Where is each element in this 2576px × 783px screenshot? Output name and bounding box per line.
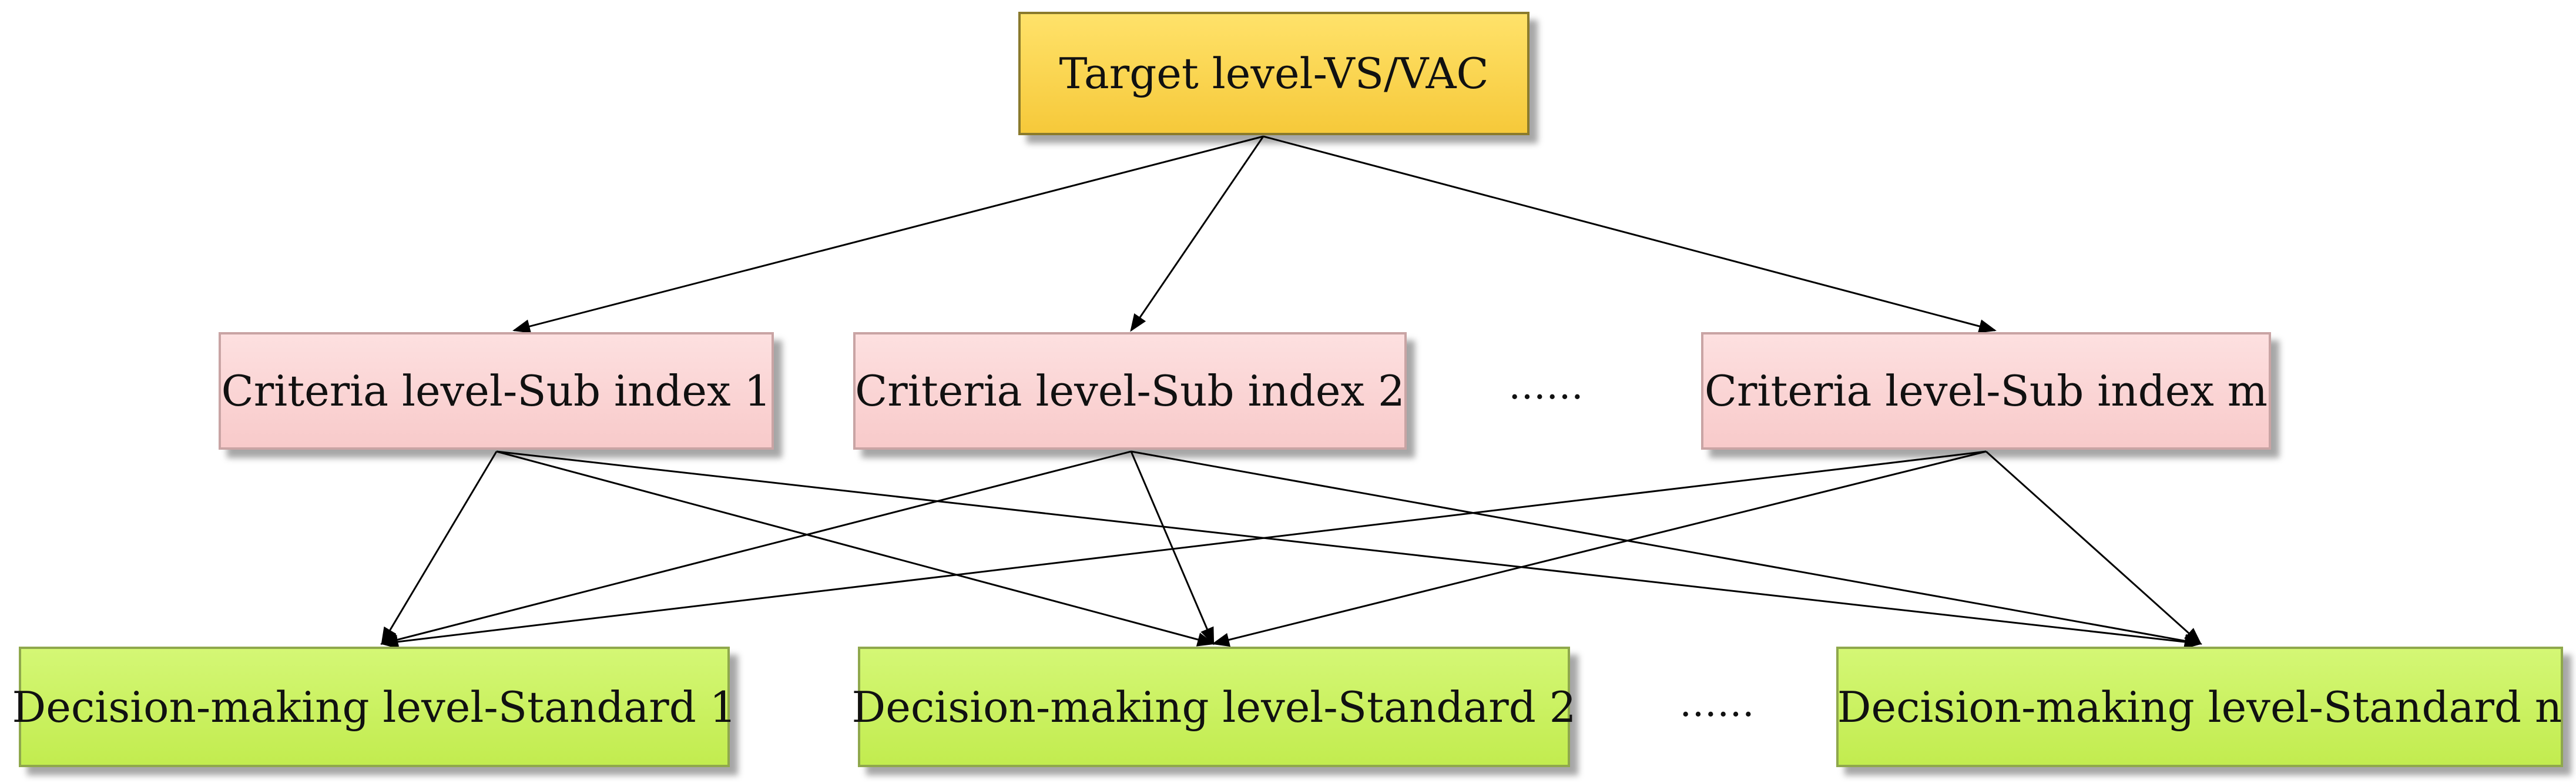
decision-level-label-2: Decision-making level-Standard 2 bbox=[851, 682, 1577, 732]
target-level-node: Target level-VS/VAC bbox=[1018, 12, 1530, 135]
decision-level-label-1: Decision-making level-Standard 1 bbox=[12, 682, 737, 732]
target-level-label: Target level-VS/VAC bbox=[1059, 49, 1489, 98]
criteria-level-node-m: Criteria level-Sub index m bbox=[1701, 332, 2271, 450]
decision-level-node-1: Decision-making level-Standard 1 bbox=[12, 647, 736, 767]
edge-criteria-2-to-decision-2 bbox=[1130, 451, 1215, 645]
criteria-ellipsis: …… bbox=[1508, 364, 1584, 408]
decision-ellipsis: …… bbox=[1679, 682, 1755, 725]
edge-criteria-m-to-decision-n bbox=[1985, 450, 2202, 645]
edge-criteria-1-to-decision-n bbox=[496, 450, 2202, 649]
edge-target-to-criteria-2 bbox=[1130, 136, 1264, 332]
edge-criteria-1-to-decision-2 bbox=[496, 450, 1215, 647]
edge-target-to-criteria-1 bbox=[512, 135, 1264, 333]
edge-target-to-criteria-m bbox=[1263, 135, 1997, 333]
criteria-level-label-2: Criteria level-Sub index 2 bbox=[855, 366, 1405, 416]
edge-criteria-2-to-decision-n bbox=[1131, 450, 2202, 648]
decision-level-node-n: Decision-making level-Standard n bbox=[1836, 647, 2563, 767]
criteria-level-label-1: Criteria level-Sub index 1 bbox=[221, 366, 772, 416]
decision-level-node-2: Decision-making level-Standard 2 bbox=[852, 647, 1576, 767]
edge-criteria-m-to-decision-1 bbox=[380, 450, 1987, 649]
criteria-level-node-1: Criteria level-Sub index 1 bbox=[219, 332, 774, 450]
criteria-level-label-m: Criteria level-Sub index m bbox=[1704, 366, 2268, 416]
decision-level-label-n: Decision-making level-Standard n bbox=[1837, 682, 2562, 732]
edge-criteria-m-to-decision-2 bbox=[1212, 450, 1987, 647]
edge-criteria-1-to-decision-1 bbox=[381, 451, 498, 645]
edge-criteria-2-to-decision-1 bbox=[380, 450, 1132, 647]
criteria-level-node-2: Criteria level-Sub index 2 bbox=[853, 332, 1407, 450]
